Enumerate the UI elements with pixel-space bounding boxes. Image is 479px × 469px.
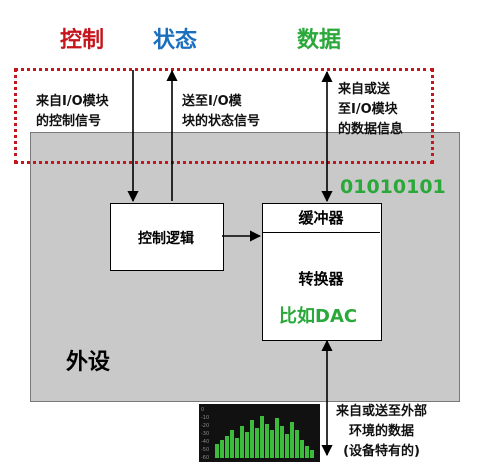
converter-label: 转换器 xyxy=(298,270,344,288)
dac-annotation: 比如DAC xyxy=(279,306,358,327)
environment-signal-label: 来自或送至外部 环境的数据 (设备特有的) xyxy=(336,404,428,459)
svg-text:-30: -30 xyxy=(201,431,209,437)
svg-text:-10: -10 xyxy=(201,415,209,421)
control-signal-label: 来自I/O模块 的控制信号 xyxy=(36,94,109,129)
heading-status: 状态 xyxy=(153,28,198,53)
control-logic-block xyxy=(110,203,224,271)
io-interface-highlight xyxy=(14,68,434,164)
svg-text:-60: -60 xyxy=(201,455,209,461)
control-logic-label: 控制逻辑 xyxy=(138,231,194,247)
svg-text:-40: -40 xyxy=(201,439,209,445)
buffer-label: 缓冲器 xyxy=(262,203,380,233)
peripheral-device-area xyxy=(30,132,460,402)
device-label: 外设 xyxy=(66,350,111,375)
binary-annotation: 01010101 xyxy=(340,176,446,198)
svg-text:-50: -50 xyxy=(201,447,209,453)
heading-control: 控制 xyxy=(60,28,105,53)
heading-data: 数据 xyxy=(297,28,342,53)
data-signal-label: 来自或送 至I/O模块 的数据信息 xyxy=(338,82,404,137)
status-signal-label: 送至I/O模 块的状态信号 xyxy=(182,94,261,129)
svg-text:0: 0 xyxy=(201,407,204,413)
svg-text:-20: -20 xyxy=(201,423,209,429)
